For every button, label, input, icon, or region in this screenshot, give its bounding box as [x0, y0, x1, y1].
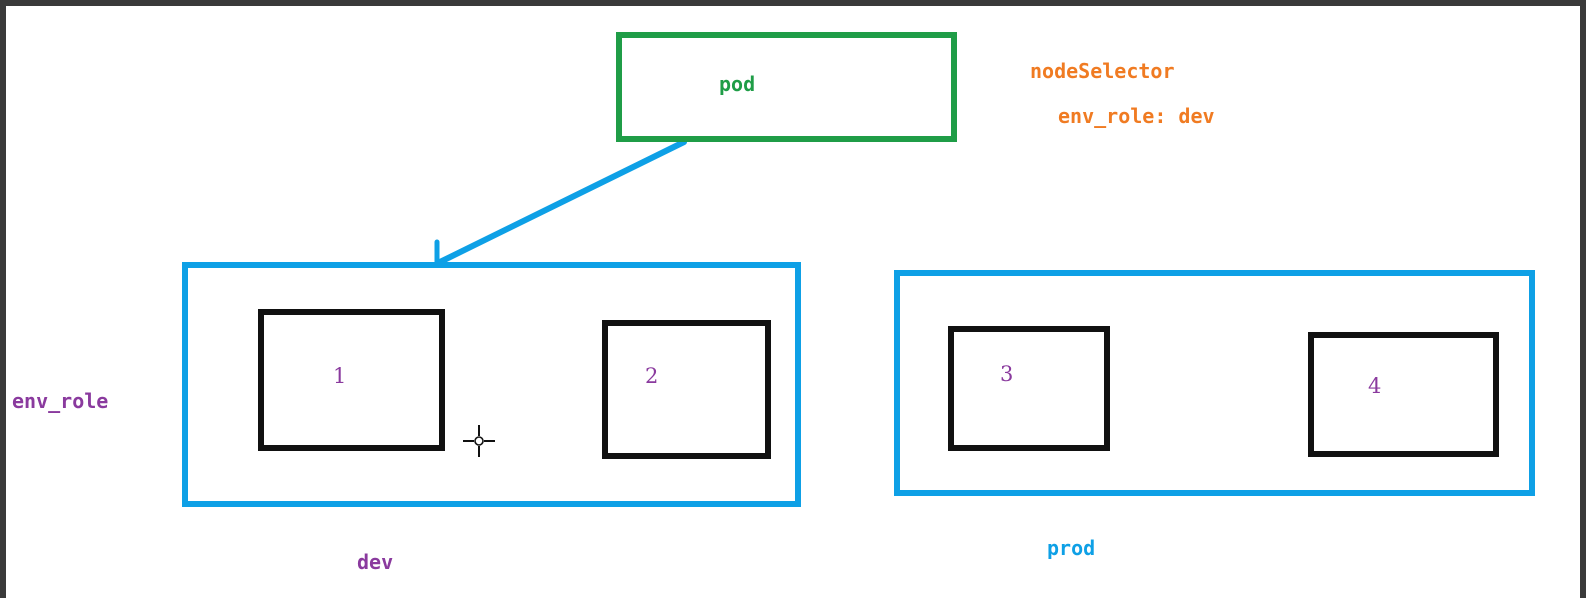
pod-box	[616, 32, 957, 142]
node-3-label: 3	[1000, 362, 1014, 386]
label-key: env_role	[12, 389, 109, 413]
node-4-box	[1308, 332, 1499, 457]
node-1-box	[258, 309, 445, 451]
group-prod-box	[894, 270, 1535, 496]
node-1-label: 1	[333, 364, 347, 388]
group-dev-label: dev	[357, 550, 394, 574]
pod-label: pod	[719, 72, 756, 96]
diagram-canvas: pod nodeSelector env_role: dev env_role …	[6, 6, 1580, 598]
group-dev-box	[182, 262, 801, 507]
selector-rule: env_role: dev	[1058, 104, 1215, 128]
group-prod-label: prod	[1047, 536, 1096, 560]
crosshair-cursor-icon	[463, 425, 495, 457]
node-4-label: 4	[1368, 374, 1382, 398]
pod-to-dev-arrow	[434, 139, 687, 267]
selector-title: nodeSelector	[1030, 59, 1175, 83]
node-2-label: 2	[645, 364, 659, 388]
node-2-box	[602, 320, 771, 459]
node-3-box	[948, 326, 1110, 451]
